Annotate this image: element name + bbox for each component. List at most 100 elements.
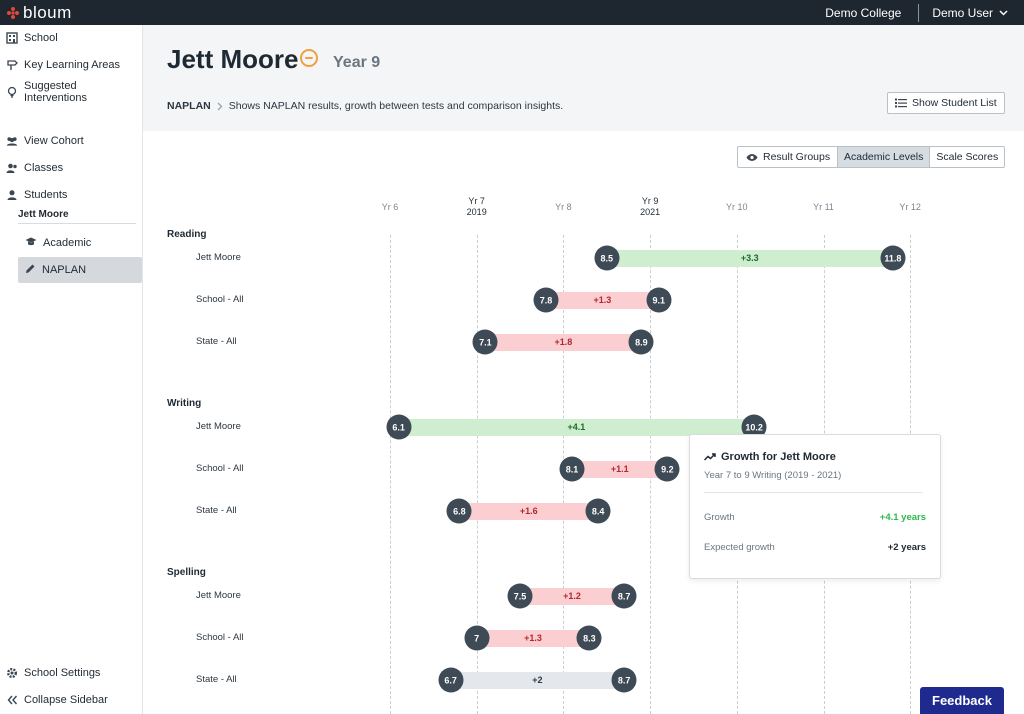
sidebar-item-classes[interactable]: Classes [0,158,142,178]
level-dot-start[interactable]: 7 [464,625,490,651]
group-icon [6,135,18,147]
axis-tick-text: Yr 9 [641,196,659,206]
level-dot-start[interactable]: 7.5 [507,583,533,609]
level-dot-end[interactable]: 8.3 [576,625,602,651]
level-dot-end[interactable]: 8.9 [628,329,654,355]
chevron-down-icon [999,9,1008,16]
year-label: Year 9 [333,54,381,71]
college-name[interactable]: Demo College [825,5,902,20]
sidebar-item-school-settings[interactable]: School Settings [0,663,142,683]
sidebar-item-label: Suggested Interventions [24,80,87,104]
growth-bar[interactable]: +1.3 [476,629,590,647]
level-dot-end[interactable]: 9.2 [654,456,680,482]
gridline [390,235,391,714]
sidebar-item-label: Collapse Sidebar [24,694,108,706]
axis-tick-text: Yr 12 [899,202,921,212]
page-header: Jett Moore Year 9 NAPLAN Shows NAPLAN re… [143,25,1024,131]
section-label-spelling: Spelling [167,567,206,578]
level-dot-end[interactable]: 11.8 [880,245,906,271]
sidebar-item-label: Students [24,189,68,201]
axis-tick-text: Yr 10 [726,202,748,212]
row-label: Jett Moore [196,590,241,601]
axis-tick-year: 2019 [466,207,487,217]
sidebar-item-key-learning-areas[interactable]: Key Learning Areas [0,55,142,75]
user-icon [6,189,18,201]
sidebar-item-students[interactable]: Students [0,185,142,205]
level-dot-start[interactable]: 6.8 [446,498,472,524]
breadcrumb-description: Shows NAPLAN results, growth between tes… [228,100,564,112]
row-label: State - All [196,336,237,347]
sidebar-item-suggested-interventions[interactable]: Suggested Interventions [0,80,142,104]
level-dot-end[interactable]: 9.1 [646,287,672,313]
tooltip-title-text: Growth for Jett Moore [721,451,836,463]
signpost-icon [6,59,18,71]
row-label: School - All [196,294,244,305]
logo-text: bloum [23,2,72,22]
growth-bar[interactable]: +2 [450,671,625,689]
feedback-button[interactable]: Feedback [920,687,1004,714]
growth-bar[interactable]: +3.3 [606,249,893,267]
section-label-writing: Writing [167,398,202,409]
row-label: School - All [196,632,244,643]
level-dot-start[interactable]: 7.1 [472,329,498,355]
level-dot-end[interactable]: 8.7 [611,667,637,693]
academic-levels-tab[interactable]: Academic Levels [838,147,931,167]
top-bar: bloum Demo College Demo User [0,0,1024,25]
growth-bar[interactable]: +1.2 [520,587,625,605]
level-dot-end[interactable]: 8.4 [585,498,611,524]
building-icon [6,32,18,44]
level-dot-start[interactable]: 7.8 [533,287,559,313]
show-student-list-button[interactable]: Show Student List [887,92,1005,114]
sidebar-item-academic[interactable]: Academic [18,230,142,256]
sidebar-student-name: Jett Moore [18,209,136,224]
status-neutral-icon [300,49,318,67]
double-chevron-left-icon [6,694,18,706]
logo[interactable]: bloum [0,3,72,23]
sidebar-item-label: Classes [24,162,64,174]
sidebar-item-label: Academic [43,237,92,249]
pencil-icon [25,263,36,277]
tooltip-divider [704,492,923,493]
growth-bar[interactable]: +1.3 [546,291,659,309]
lightbulb-icon [6,86,18,98]
list-icon [895,98,907,108]
sidebar-item-label: School [24,32,58,44]
sidebar-item-naplan[interactable]: NAPLAN [18,257,142,283]
axis-tick-text: Yr 11 [813,202,834,212]
growth-bar[interactable]: +1.1 [572,460,668,478]
level-dot-start[interactable]: 6.1 [386,414,412,440]
sidebar-item-school[interactable]: School [0,28,142,48]
axis-tick-year: 2021 [640,207,661,217]
user-menu[interactable]: Demo User [919,6,1024,20]
axis-tick-text: Yr 7 [468,196,485,206]
scale-scores-tab[interactable]: Scale Scores [930,147,1005,167]
axis-tick-label: Yr 12 [899,202,921,213]
graduation-cap-icon [25,236,37,250]
sidebar-item-view-cohort[interactable]: View Cohort [0,131,142,151]
gear-icon [6,667,18,679]
sidebar-item-label: Key Learning Areas [24,59,121,71]
growth-bar[interactable]: +1.8 [485,333,642,351]
collapse-sidebar-button[interactable]: Collapse Sidebar [0,690,142,710]
result-groups-button[interactable]: Result Groups [737,146,840,168]
level-dot-start[interactable]: 6.7 [438,667,464,693]
axis-tick-label: Yr 8 [555,202,572,213]
expected-growth-label: Expected growth [704,542,775,553]
tooltip-growth-row: Growth +4.1 years [704,512,926,523]
level-dot-end[interactable]: 8.7 [611,583,637,609]
sidebar: School Key Learning Areas Suggested Inte… [0,25,143,714]
sidebar-item-label: School Settings [24,667,101,679]
level-dot-start[interactable]: 8.5 [594,245,620,271]
growth-bar[interactable]: +4.1 [398,418,755,436]
axis-tick-text: Yr 8 [555,202,572,212]
row-label: State - All [196,505,237,516]
gridline [476,235,478,714]
view-mode-toggle: Academic Levels Scale Scores [837,146,1006,168]
result-groups-label: Result Groups [763,151,831,163]
sidebar-item-label: View Cohort [24,135,84,147]
bloum-logo-icon [7,6,19,19]
growth-bar[interactable]: +1.6 [459,502,599,520]
level-dot-start[interactable]: 8.1 [559,456,585,482]
